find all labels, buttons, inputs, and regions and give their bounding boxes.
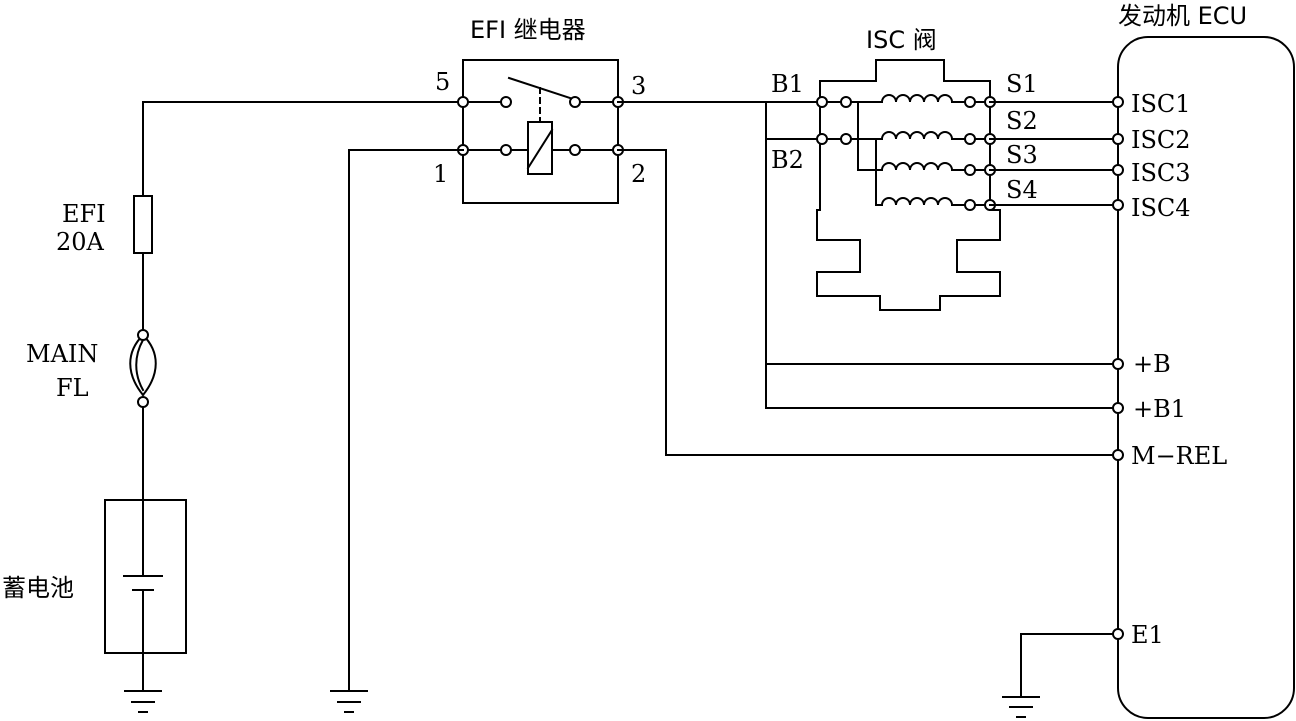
efi-fuse bbox=[133, 195, 153, 254]
isc-valve-title: ISC 阀 bbox=[866, 26, 937, 54]
efi-relay bbox=[457, 59, 624, 204]
fusible-link-sub: FL bbox=[56, 374, 89, 402]
relay-title: EFI 继电器 bbox=[470, 16, 586, 44]
ground-symbol-ecu bbox=[1002, 696, 1040, 718]
isc-coil-1 bbox=[880, 94, 954, 104]
relay-pin-2: 2 bbox=[631, 160, 646, 188]
battery-supply-branch bbox=[104, 101, 464, 713]
ecu-pin-plus-b: +B bbox=[1133, 350, 1171, 378]
terminal-b1: B1 bbox=[771, 70, 804, 98]
ecu-pin-plus-b1: +B1 bbox=[1133, 395, 1186, 423]
ground-symbol-battery bbox=[124, 690, 162, 713]
fuse-name: EFI bbox=[62, 200, 106, 228]
terminal-s4: S4 bbox=[1006, 176, 1038, 204]
battery-label: 蓄电池 bbox=[2, 574, 74, 602]
ecu-pin-m-rel: M−REL bbox=[1131, 442, 1227, 470]
relay-pin-1: 1 bbox=[433, 160, 448, 188]
terminal-s2: S2 bbox=[1006, 107, 1038, 135]
fuse-rating: 20A bbox=[56, 228, 105, 256]
terminal-s3: S3 bbox=[1006, 141, 1038, 169]
ecu-pin-e1: E1 bbox=[1131, 621, 1164, 649]
terminal-b2: B2 bbox=[771, 146, 804, 174]
relay-pin-3: 3 bbox=[631, 72, 646, 100]
relay-coil bbox=[527, 121, 553, 175]
isc-coil-3 bbox=[880, 162, 954, 172]
main-fusible-link bbox=[129, 329, 157, 408]
ecu-title: 发动机 ECU bbox=[1118, 2, 1247, 30]
ground-symbol-relay bbox=[330, 690, 368, 713]
ecu-pin-isc2: ISC2 bbox=[1131, 126, 1191, 154]
engine-ecu bbox=[1112, 36, 1295, 719]
ecu-pin-isc3: ISC3 bbox=[1131, 159, 1191, 187]
battery-box bbox=[104, 499, 187, 654]
isc-coil-2 bbox=[880, 131, 954, 141]
isc-valve bbox=[816, 59, 1001, 311]
isc-coil-4 bbox=[880, 197, 954, 207]
ecu-pin-isc4: ISC4 bbox=[1131, 194, 1191, 222]
relay-pin-5: 5 bbox=[435, 68, 450, 96]
terminal-s1: S1 bbox=[1006, 70, 1038, 98]
ecu-pin-isc1: ISC1 bbox=[1131, 90, 1191, 118]
fusible-link-name: MAIN bbox=[26, 340, 98, 368]
